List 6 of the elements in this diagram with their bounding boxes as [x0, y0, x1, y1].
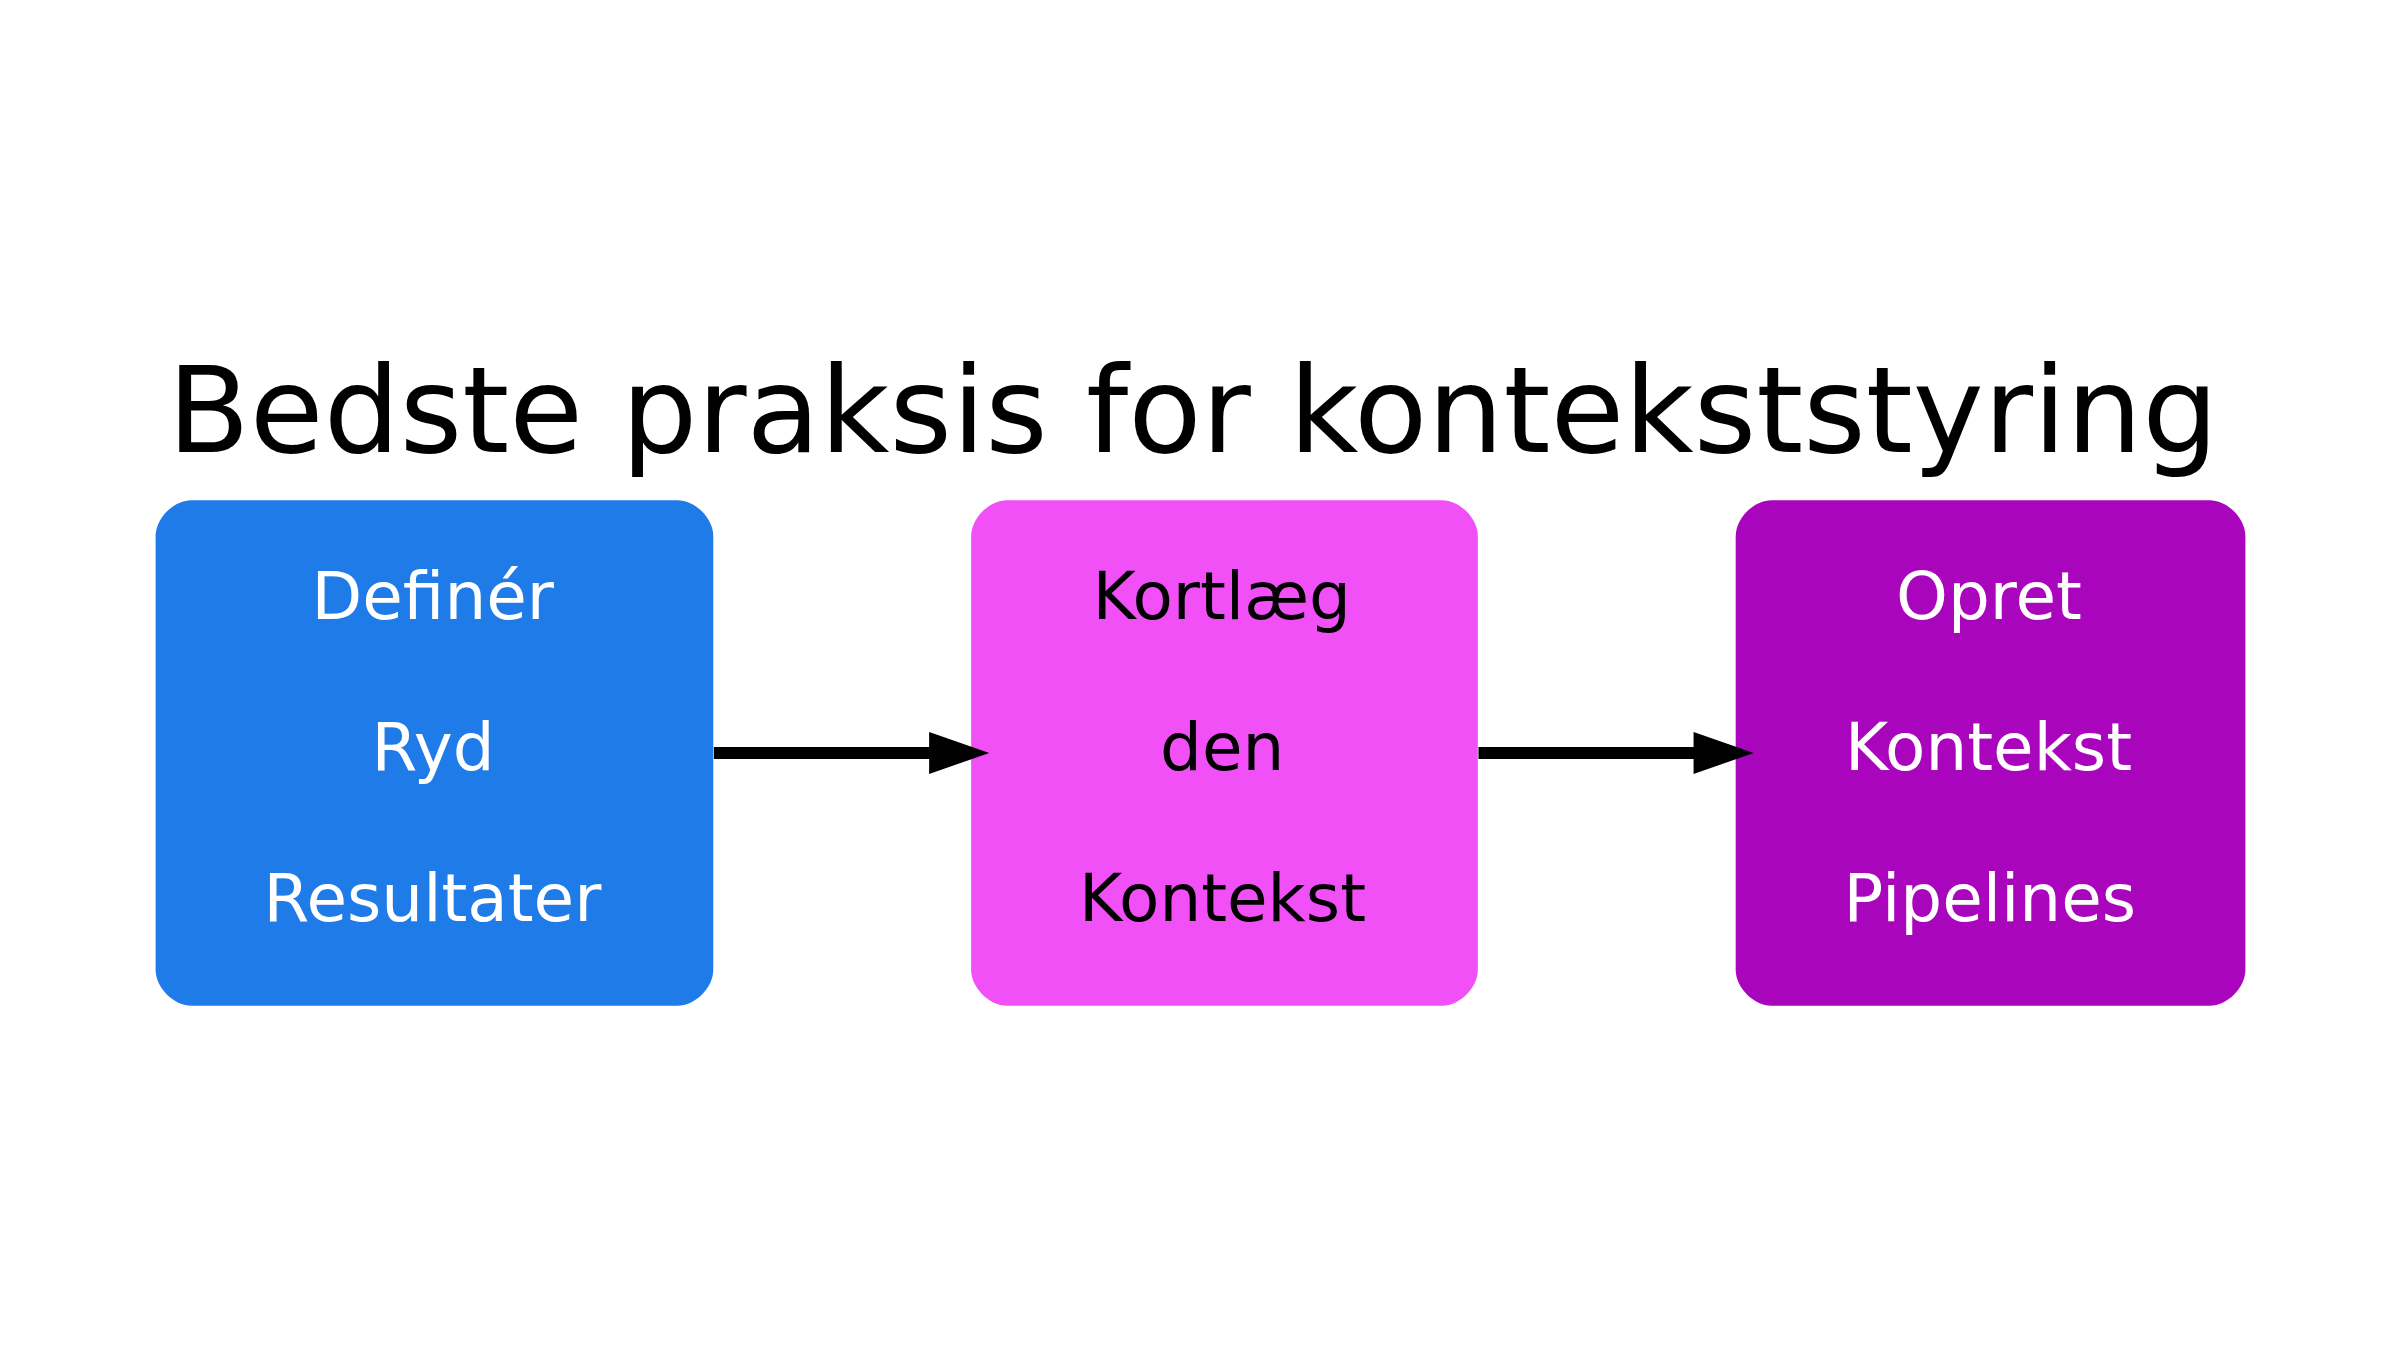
- node-box: Kortlæg den Kontekst: [970, 500, 1478, 1006]
- node-box: Opret Kontekst Pipelines: [1735, 500, 2245, 1006]
- arrow: [1477, 731, 1754, 774]
- diagram-title: Bedste praksis for kontekststyring: [167, 340, 2218, 480]
- arrow: [713, 731, 989, 774]
- node-box: Definér Ryd Resultater: [155, 500, 713, 1006]
